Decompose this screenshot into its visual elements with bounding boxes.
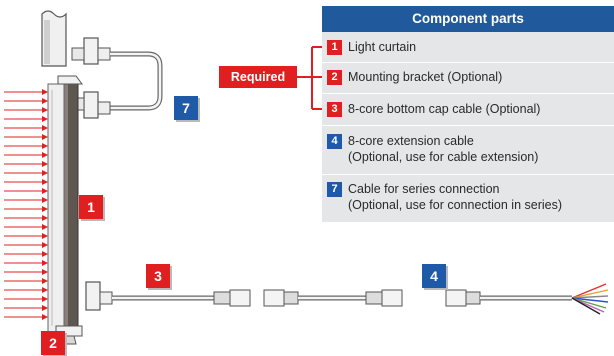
light-curtain-body [47, 75, 83, 345]
light-ray-arrowhead [42, 269, 48, 275]
light-ray-arrowhead [42, 152, 48, 158]
component-parts-panel: Component parts 1 Light curtain 2 Mounti… [322, 6, 614, 222]
light-ray-arrowhead [42, 296, 48, 302]
panel-title: Component parts [322, 6, 614, 32]
callout-3: 3 [146, 264, 170, 288]
part-label-7: Cable for series connection [348, 182, 500, 196]
light-ray-arrowhead [42, 305, 48, 311]
callout-7: 7 [174, 96, 198, 120]
cable-wire-ends [571, 283, 609, 315]
light-ray-arrowhead [42, 170, 48, 176]
light-ray-arrowhead [42, 125, 48, 131]
connector-pair-1 [213, 289, 299, 307]
divider [322, 174, 614, 175]
light-ray-arrows [4, 89, 48, 320]
light-ray-arrowhead [42, 116, 48, 122]
light-ray-arrowhead [42, 224, 48, 230]
light-ray-arrowhead [42, 215, 48, 221]
divider [322, 62, 614, 63]
light-ray-arrowhead [42, 89, 48, 95]
part-badge-4: 4 [327, 134, 342, 149]
divider [322, 125, 614, 126]
cable-assembly [85, 281, 609, 315]
light-ray-arrowhead [42, 233, 48, 239]
part-label-1: Light curtain [348, 40, 417, 54]
part-label-3: 8-core bottom cap cable (Optional) [348, 102, 541, 116]
divider [322, 93, 614, 94]
light-ray-arrowhead [42, 161, 48, 167]
required-label: Required [219, 66, 297, 88]
light-ray-arrowhead [42, 107, 48, 113]
part-label-2: Mounting bracket (Optional) [348, 70, 503, 84]
light-ray-arrowhead [42, 179, 48, 185]
light-ray-arrowhead [42, 143, 48, 149]
callout-4: 4 [422, 264, 446, 288]
part-badge-7: 7 [327, 182, 342, 197]
connector-pair-2 [365, 289, 481, 307]
light-ray-arrowhead [42, 260, 48, 266]
part-badge-3: 3 [327, 102, 342, 117]
callout-1: 1 [79, 195, 103, 219]
part-note-4: (Optional, use for cable extension) [348, 150, 539, 164]
part-note-7: (Optional, use for connection in series) [348, 198, 562, 212]
light-ray-arrowhead [42, 278, 48, 284]
light-ray-arrowhead [42, 98, 48, 104]
light-ray-arrowhead [42, 314, 48, 320]
light-ray-arrowhead [42, 134, 48, 140]
light-ray-arrowhead [42, 287, 48, 293]
top-sensor-unit [41, 10, 99, 67]
light-ray-arrowhead [42, 197, 48, 203]
light-ray-arrowhead [42, 206, 48, 212]
light-ray-arrowhead [42, 188, 48, 194]
light-ray-arrowhead [42, 251, 48, 257]
part-label-4: 8-core extension cable [348, 134, 474, 148]
light-ray-arrowhead [42, 242, 48, 248]
part-badge-2: 2 [327, 70, 342, 85]
part-badge-1: 1 [327, 40, 342, 55]
callout-2: 2 [41, 331, 65, 355]
